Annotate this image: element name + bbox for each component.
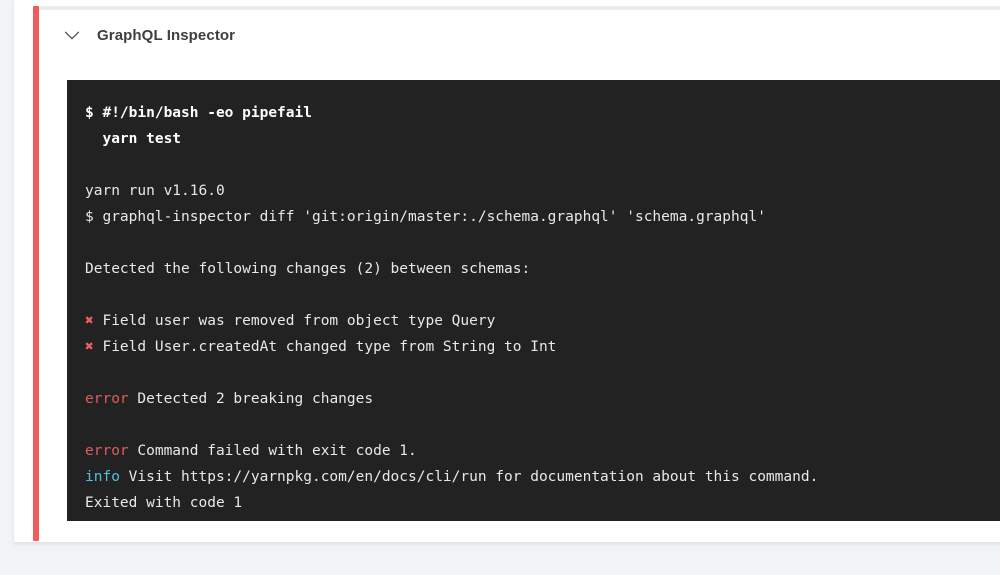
terminal-line: error Detected 2 breaking changes	[85, 386, 1000, 412]
terminal-line: yarn test	[85, 126, 1000, 152]
error-label: error	[85, 443, 129, 459]
terminal-line-text: Field user was removed from object type …	[93, 313, 496, 329]
page-title: GraphQL Inspector	[97, 26, 236, 44]
terminal-line	[85, 152, 1000, 178]
breaking-change-icon: ✖	[85, 339, 94, 355]
terminal-line: Detected the following changes (2) betwe…	[85, 256, 1000, 282]
terminal-line-text: Detected the following changes (2) betwe…	[85, 261, 531, 277]
terminal-line-text: $ graphql-inspector diff 'git:origin/mas…	[85, 209, 766, 225]
terminal-line-text: Field User.createdAt changed type from S…	[93, 339, 557, 355]
status-accent-bar	[33, 6, 39, 541]
info-label: info	[85, 469, 120, 485]
terminal-command-text: yarn test	[85, 131, 182, 147]
terminal-line: error Command failed with exit code 1.	[85, 438, 1000, 464]
card-header[interactable]: GraphQL Inspector	[59, 18, 235, 52]
chevron-down-icon[interactable]	[59, 22, 85, 48]
terminal-line: $ #!/bin/bash -eo pipefail	[85, 100, 1000, 126]
terminal-line-text: Exited with code 1	[85, 495, 243, 511]
build-step-card: GraphQL Inspector $ #!/bin/bash -eo pipe…	[14, 0, 1000, 543]
terminal-line	[85, 412, 1000, 438]
terminal-line: info Visit https://yarnpkg.com/en/docs/c…	[85, 464, 1000, 490]
terminal-output[interactable]: $ #!/bin/bash -eo pipefail yarn test yar…	[67, 80, 1000, 521]
terminal-line: $ graphql-inspector diff 'git:origin/mas…	[85, 204, 1000, 230]
terminal-log: $ #!/bin/bash -eo pipefail yarn test yar…	[85, 100, 1000, 516]
card-top-rule	[39, 6, 1000, 10]
error-label: error	[85, 391, 129, 407]
terminal-line	[85, 282, 1000, 308]
terminal-line-text: Visit https://yarnpkg.com/en/docs/cli/ru…	[119, 469, 819, 485]
terminal-line-text: Command failed with exit code 1.	[128, 443, 417, 459]
terminal-line: ✖ Field User.createdAt changed type from…	[85, 334, 1000, 360]
terminal-line: ✖ Field user was removed from object typ…	[85, 308, 1000, 334]
terminal-command-text: $ #!/bin/bash -eo pipefail	[85, 105, 312, 121]
terminal-line-text: Detected 2 breaking changes	[128, 391, 374, 407]
breaking-change-icon: ✖	[85, 313, 94, 329]
terminal-line-text: yarn run v1.16.0	[85, 183, 225, 199]
terminal-line	[85, 230, 1000, 256]
terminal-line	[85, 360, 1000, 386]
terminal-line: yarn run v1.16.0	[85, 178, 1000, 204]
terminal-line: Exited with code 1	[85, 490, 1000, 516]
